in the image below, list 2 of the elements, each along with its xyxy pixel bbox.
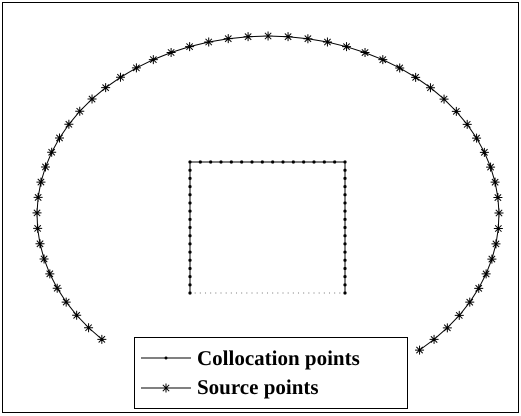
legend-label: Collocation points bbox=[197, 346, 360, 371]
legend-label: Source points bbox=[197, 375, 319, 400]
